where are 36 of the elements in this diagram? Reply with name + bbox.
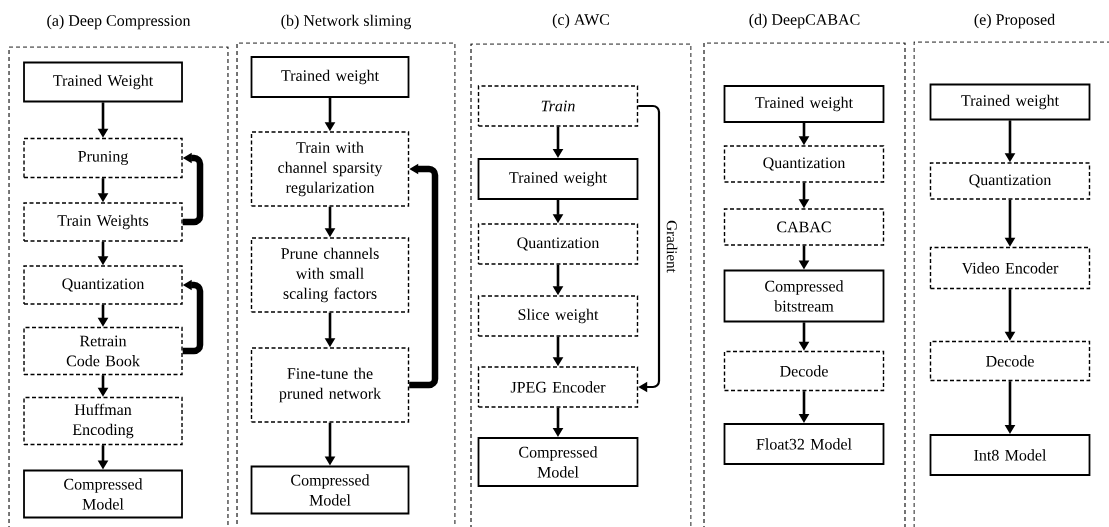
data-box: Trained weight xyxy=(477,158,639,200)
step-box: CABAC xyxy=(723,208,885,246)
step-box: Fine-tune the pruned network xyxy=(250,347,410,423)
node-label: (c) AWC xyxy=(552,13,610,29)
step-box: Retrain Code Book xyxy=(23,326,183,376)
edge-label: Gradient xyxy=(665,219,679,274)
data-box: Int8 Model xyxy=(929,434,1091,476)
data-box: Float32 Model xyxy=(723,423,885,465)
node-label: (e) Proposed xyxy=(974,13,1055,29)
step-box: Quantization xyxy=(23,265,183,305)
data-box: Compressed Model xyxy=(250,465,410,515)
step-box: Pruning xyxy=(23,137,183,179)
step-box: Train Weights xyxy=(23,202,183,242)
step-box: JPEG Encoder xyxy=(477,366,639,408)
step-box: Slice weight xyxy=(477,295,639,337)
step-box: Video Encoder xyxy=(929,246,1091,290)
data-box: Compressed bitstream xyxy=(723,269,885,323)
step-box: Quantization xyxy=(477,223,639,265)
step-box: Train with channel sparsity regularization xyxy=(250,131,410,207)
node-label: (d) DeepCABAC xyxy=(749,13,860,29)
step-box: Decode xyxy=(723,350,885,392)
data-box: Compressed Model xyxy=(23,469,183,519)
node-label: (a) Deep Compression xyxy=(47,14,191,30)
step-box: Quantization xyxy=(929,162,1091,200)
step-box: Huffman Encoding xyxy=(23,396,183,446)
arrow xyxy=(638,104,661,393)
data-box: Trained weight xyxy=(250,56,410,98)
data-box: Compressed Model xyxy=(477,437,639,487)
data-box: Trained weight xyxy=(929,83,1091,121)
step-box: Quantization xyxy=(723,145,885,183)
step-box: Prune channels with small scaling factors xyxy=(250,237,410,313)
data-box: Trained Weight xyxy=(23,61,183,103)
node-label: (b) Network sliming xyxy=(281,14,412,30)
data-box: Trained weight xyxy=(723,85,885,123)
step-box: Decode xyxy=(929,340,1091,382)
step-box: Train xyxy=(477,85,639,127)
